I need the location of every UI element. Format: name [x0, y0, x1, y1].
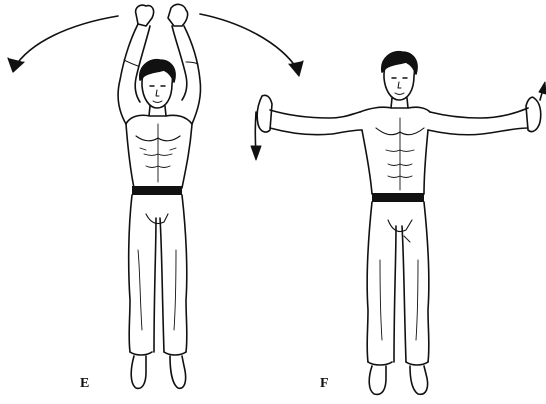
- panel-label-f: F: [320, 376, 329, 392]
- arrow-down-left-icon: [251, 112, 261, 160]
- arrow-left-icon: [8, 16, 118, 72]
- arrow-right-icon: [200, 14, 303, 76]
- figure-e: [8, 4, 303, 388]
- arrow-up-right-icon: [539, 82, 546, 100]
- figure-f: [251, 52, 546, 395]
- panel-label-e: E: [80, 376, 90, 392]
